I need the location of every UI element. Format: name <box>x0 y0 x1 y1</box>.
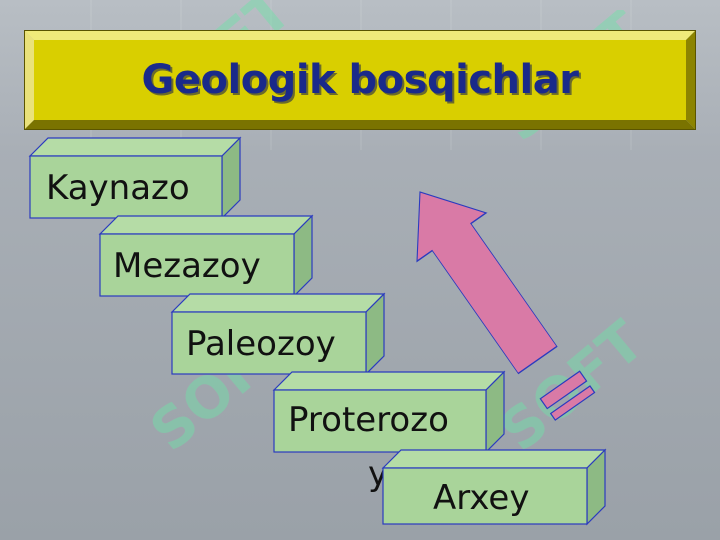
era-step-kaynazo: Kaynazo <box>28 136 242 220</box>
era-step-mezazoy: Mezazoy <box>98 214 314 298</box>
era-label: Paleozoy <box>186 324 336 364</box>
page-title: Geologik bosqichlar <box>141 57 579 103</box>
era-step-arxey: Arxey <box>381 448 607 526</box>
up-arrow-icon <box>416 191 596 421</box>
era-label: Kaynazo <box>46 168 190 208</box>
title-box: Geologik bosqichlar <box>24 30 696 130</box>
era-label: Mezazoy <box>113 246 261 286</box>
era-step-paleozoy: Paleozoy <box>170 292 386 376</box>
era-step-proterozoy: Proterozo <box>272 370 506 454</box>
era-label: Arxey <box>433 478 530 518</box>
era-label: Proterozo <box>288 400 449 440</box>
